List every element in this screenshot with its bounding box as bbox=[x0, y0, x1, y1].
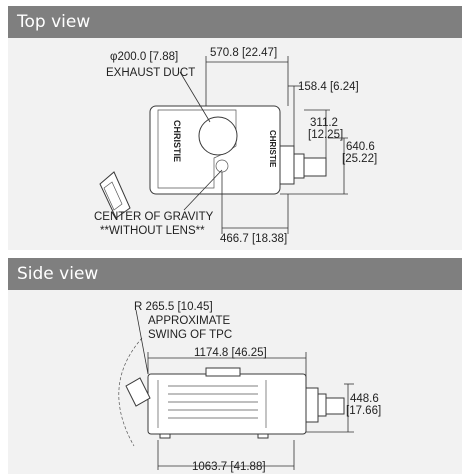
width-dimension-label: 570.8 [22.47] bbox=[210, 47, 277, 59]
top-handle bbox=[205, 367, 241, 377]
projector-body-side bbox=[147, 373, 307, 435]
tpc-screen bbox=[103, 181, 123, 211]
radius-label: R 265.5 [10.45] bbox=[134, 301, 213, 313]
approx-label: APPROXIMATE bbox=[148, 315, 231, 327]
height-label-line2: [17.66] bbox=[346, 405, 381, 417]
top-view-panel: CHRISTIE CHRISTIE φ200.0 [7.88] EXHA bbox=[8, 38, 462, 250]
brand-label-2: CHRISTIE bbox=[268, 130, 277, 168]
cog-leader bbox=[183, 169, 223, 211]
cog-label-line1: CENTER OF GRAVITY bbox=[94, 211, 214, 223]
radius-leader bbox=[135, 309, 149, 375]
brand-label: CHRISTIE bbox=[172, 120, 182, 162]
swing-label: SWING OF TPC bbox=[148, 329, 232, 341]
top-view-drawing: CHRISTIE CHRISTIE φ200.0 [7.88] EXHA bbox=[94, 47, 377, 245]
lens-tube-side bbox=[325, 397, 345, 415]
side-view-title: Side view bbox=[17, 264, 99, 284]
bottom-dimension-label: 466.7 [18.38] bbox=[220, 233, 287, 245]
cog-label-line2: **WITHOUT LENS** bbox=[100, 225, 205, 237]
lens-mount bbox=[279, 145, 295, 185]
foot-right bbox=[257, 433, 269, 439]
tpc-side bbox=[125, 377, 151, 407]
dim-640-line1: 640.6 bbox=[346, 141, 375, 153]
dim-311-line2: [12.25] bbox=[308, 129, 343, 141]
top-view-title: Top view bbox=[17, 12, 91, 32]
side-view-drawing: R 265.5 [10.45] APPROXIMATE SWING OF TPC… bbox=[118, 301, 381, 473]
bottom-dimension-label-side: 1063.7 [41.88] bbox=[192, 461, 266, 473]
exhaust-duct-label: EXHAUST DUCT bbox=[106, 67, 195, 79]
dim-640-line2: [25.22] bbox=[342, 153, 377, 165]
right-offset-label: 158.4 [6.24] bbox=[298, 81, 359, 93]
duct-diameter-label: φ200.0 [7.88] bbox=[110, 51, 178, 63]
side-view-header: Side view bbox=[8, 258, 462, 290]
top-dimension-label: 1174.8 [46.25] bbox=[194, 347, 267, 359]
lens-tube bbox=[303, 157, 327, 177]
exhaust-duct-circle bbox=[198, 116, 238, 156]
side-vents bbox=[157, 380, 267, 428]
lens-barrel bbox=[293, 153, 305, 179]
height-label-line1: 448.6 bbox=[350, 393, 379, 405]
lens-ring-side bbox=[317, 393, 327, 417]
top-view-header: Top view bbox=[8, 6, 462, 38]
tpc-panel bbox=[99, 171, 131, 219]
swing-arc bbox=[118, 337, 143, 447]
lens-mount-side bbox=[305, 387, 319, 423]
dim-311-line1: 311.2 bbox=[310, 117, 338, 129]
duct-leader bbox=[179, 71, 211, 123]
foot-left bbox=[159, 433, 171, 439]
side-view-panel: R 265.5 [10.45] APPROXIMATE SWING OF TPC… bbox=[8, 290, 462, 474]
